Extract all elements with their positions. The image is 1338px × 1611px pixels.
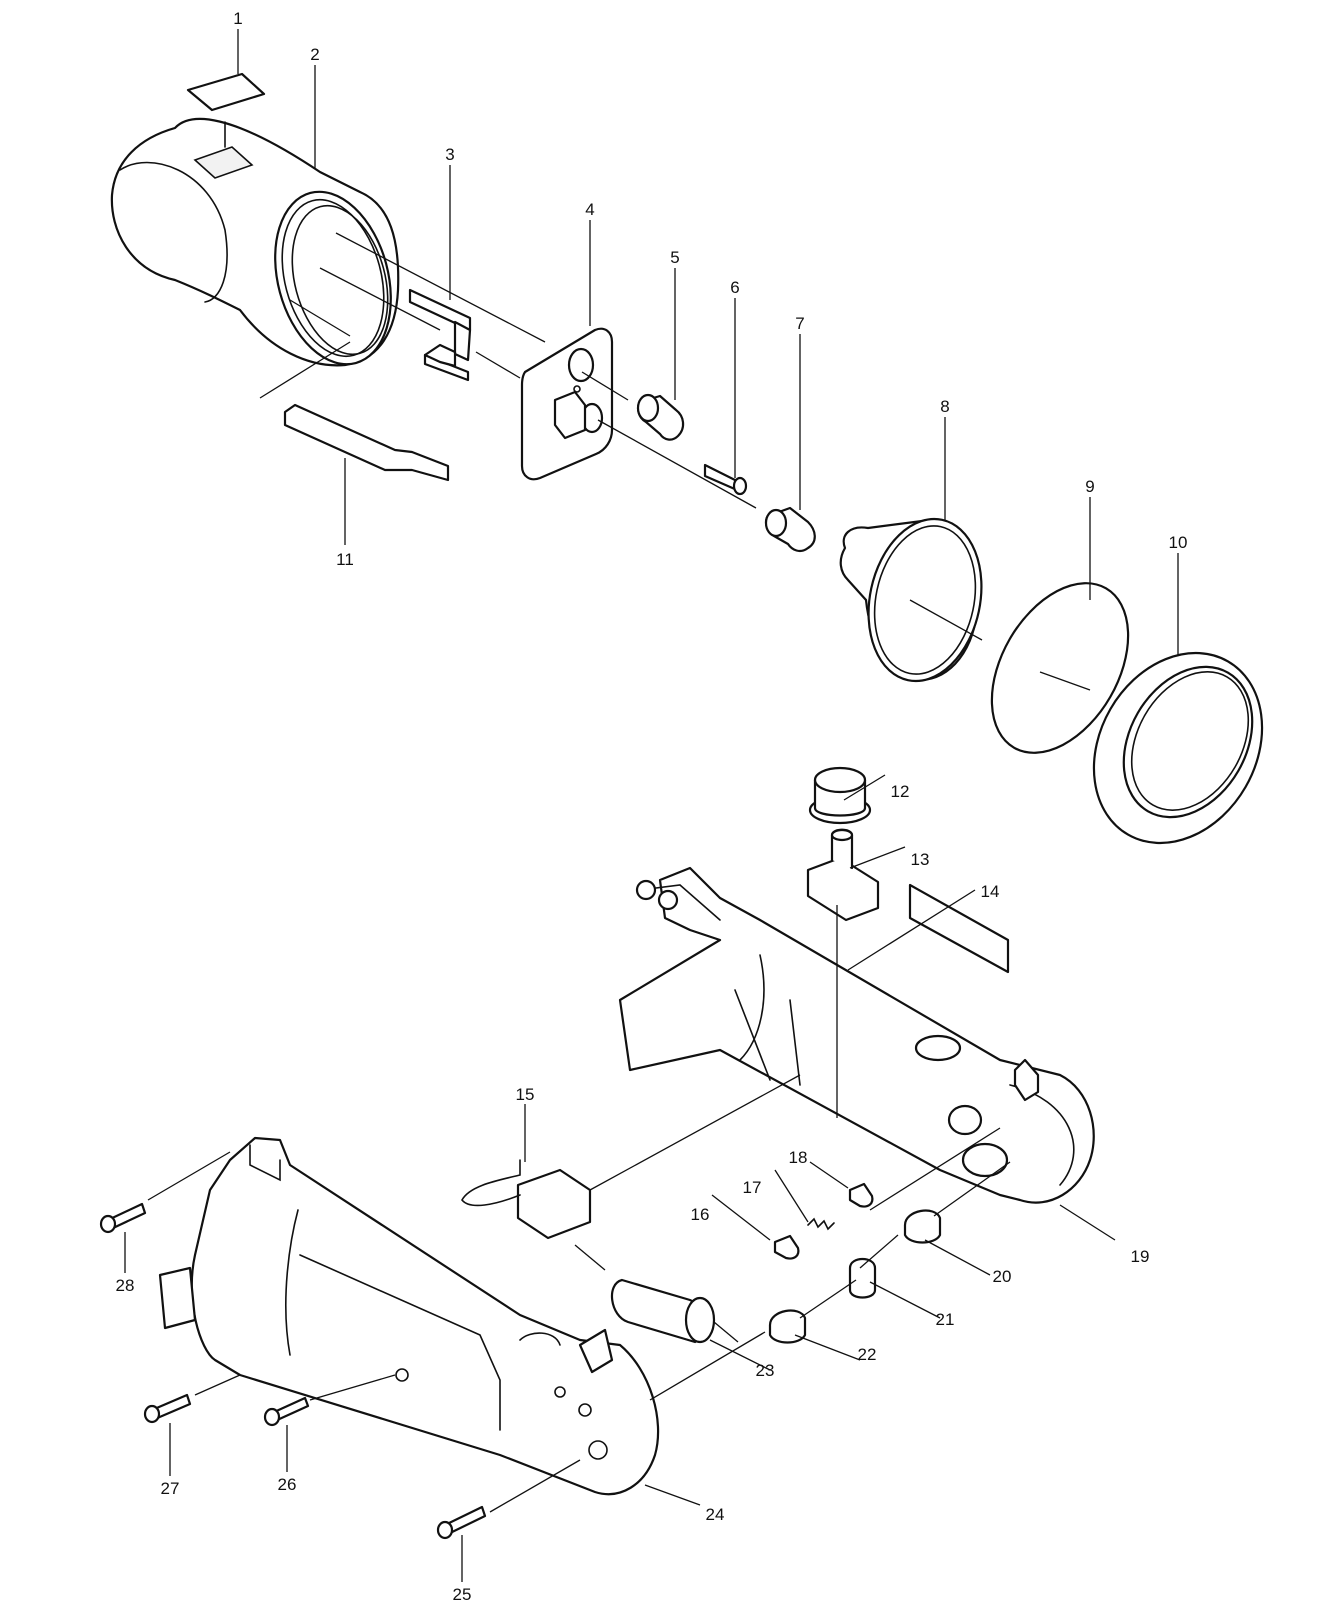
callout-8: 8 <box>940 397 949 416</box>
part-17-spring <box>774 1169 835 1231</box>
callout-19: 19 <box>1131 1247 1150 1266</box>
part-18-bulb <box>809 1161 874 1208</box>
part-1-label-plate <box>186 29 266 112</box>
callout-6: 6 <box>730 278 739 297</box>
part-26-screw <box>263 1396 310 1472</box>
part-13-switch <box>806 828 880 922</box>
callout-7: 7 <box>795 314 804 333</box>
callout-14: 14 <box>981 882 1000 901</box>
assembly-lines <box>147 232 1091 1513</box>
part-2-head-housing <box>110 65 400 367</box>
callout-13: 13 <box>911 850 930 869</box>
part-20-socket <box>903 1209 991 1276</box>
callout-22: 22 <box>858 1345 877 1364</box>
callout-4: 4 <box>585 200 594 219</box>
part-15-terminal <box>461 1104 592 1240</box>
part-8-reflector <box>839 417 983 683</box>
callout-10: 10 <box>1169 533 1188 552</box>
part-28-screw <box>99 1202 147 1273</box>
part-6-screw <box>703 298 748 496</box>
callout-21: 21 <box>936 1310 955 1329</box>
part-19-body-frame <box>618 866 1116 1241</box>
part-27-screw <box>143 1393 192 1476</box>
callout-5: 5 <box>670 248 679 267</box>
callout-18: 18 <box>789 1148 808 1167</box>
callout-2: 2 <box>310 45 319 64</box>
part-21-spring <box>848 1257 941 1319</box>
callout-1: 1 <box>233 9 242 28</box>
callout-11: 11 <box>336 550 354 569</box>
callout-3: 3 <box>445 145 454 164</box>
part-23-battery-tube <box>610 1278 771 1371</box>
callout-23: 23 <box>756 1361 775 1380</box>
part-14-label <box>908 883 1010 974</box>
part-5-bulb <box>636 268 685 441</box>
callout-15: 15 <box>516 1085 535 1104</box>
part-25-screw <box>436 1505 487 1582</box>
part-11-contact-strip <box>283 403 450 545</box>
part-16-bulb <box>711 1194 800 1260</box>
callout-labels: 1 2 3 4 5 6 7 8 9 10 11 12 13 14 15 16 1… <box>116 9 1188 1604</box>
part-22-socket <box>768 1309 861 1361</box>
callout-27: 27 <box>161 1479 180 1498</box>
part-24-handle-cover <box>158 1136 701 1506</box>
callout-26: 26 <box>278 1475 297 1494</box>
part-7-bulb <box>764 334 816 553</box>
part-10-lens-ring <box>1092 553 1264 845</box>
callout-20: 20 <box>993 1267 1012 1286</box>
callout-9: 9 <box>1085 477 1094 496</box>
part-9-lens <box>990 497 1130 754</box>
callout-16: 16 <box>691 1205 710 1224</box>
callout-25: 25 <box>453 1585 472 1604</box>
callout-17: 17 <box>743 1178 762 1197</box>
callout-24: 24 <box>706 1505 725 1524</box>
callout-12: 12 <box>891 782 910 801</box>
part-3-contact-bracket <box>408 165 472 382</box>
part-12-switch-cap <box>808 766 872 825</box>
callout-28: 28 <box>116 1276 135 1295</box>
part-4-lamp-plate <box>520 220 614 481</box>
